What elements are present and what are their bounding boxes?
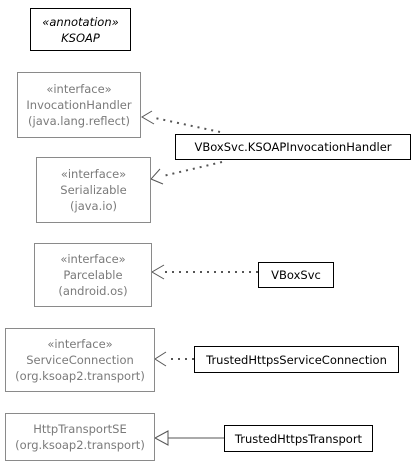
interface-serviceconnection[interactable]: «interface» ServiceConnection (org.ksoap…	[5, 328, 155, 392]
stereotype-label: «interface»	[47, 337, 113, 351]
interface-invocationhandler[interactable]: «interface» InvocationHandler (java.lang…	[17, 72, 141, 138]
package-label: (org.ksoap2.transport)	[15, 369, 145, 383]
realization-edge-invocationhandler	[141, 110, 221, 133]
class-name: TrustedHttpsServiceConnection	[206, 352, 387, 367]
class-vboxsvc[interactable]: VBoxSvc	[258, 262, 334, 288]
class-name: HttpTransportSE	[33, 422, 127, 436]
class-httptransportse[interactable]: HttpTransportSE (org.ksoap2.transport)	[5, 413, 155, 461]
stereotype-label: «interface»	[60, 252, 126, 266]
class-name: ServiceConnection	[26, 353, 134, 367]
realization-edge-serviceconnection	[154, 351, 194, 367]
package-label: (android.os)	[58, 284, 128, 298]
realization-edge-serializable	[150, 161, 223, 185]
package-label: (org.ksoap2.transport)	[15, 438, 145, 452]
class-name: Parcelable	[63, 268, 123, 282]
generalization-edge-httptransportse	[153, 430, 224, 446]
annotation-ksoap[interactable]: «annotation» KSOAP	[30, 8, 131, 51]
realization-edge-parcelable	[151, 264, 258, 280]
stereotype-label: «interface»	[60, 167, 127, 181]
class-name: Serializable	[60, 183, 127, 197]
annotation-stereotype: «annotation»	[42, 14, 119, 29]
class-trustedhttpstransport[interactable]: TrustedHttpsTransport	[224, 425, 373, 452]
class-name: InvocationHandler	[26, 98, 132, 112]
class-name: VBoxSvc	[271, 268, 321, 282]
package-label: (java.io)	[70, 199, 117, 213]
class-name: VBoxSvc.KSOAPInvocationHandler	[194, 140, 392, 154]
package-label: (java.lang.reflect)	[28, 114, 130, 128]
class-vboxsvc-ksoapinvocationhandler[interactable]: VBoxSvc.KSOAPInvocationHandler	[175, 134, 411, 160]
class-name: TrustedHttpsTransport	[234, 431, 363, 446]
class-trustedhttpsserviceconnection[interactable]: TrustedHttpsServiceConnection	[194, 346, 399, 373]
interface-parcelable[interactable]: «interface» Parcelable (android.os)	[34, 243, 152, 307]
annotation-name: KSOAP	[61, 30, 100, 45]
stereotype-label: «interface»	[46, 82, 112, 96]
interface-serializable[interactable]: «interface» Serializable (java.io)	[36, 157, 151, 223]
